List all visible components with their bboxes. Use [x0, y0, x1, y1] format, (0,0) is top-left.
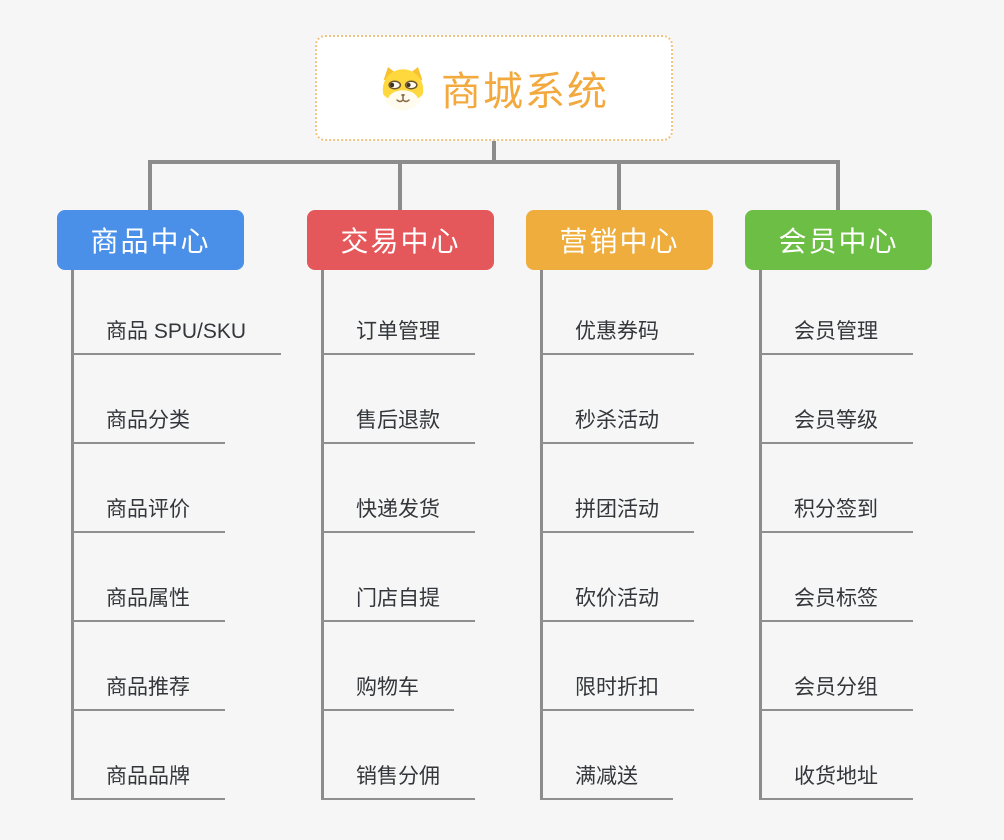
leaf-label: 订单管理	[356, 320, 440, 343]
leaf-label: 商品评价	[106, 498, 190, 521]
leaf-label: 会员分组	[794, 676, 878, 699]
connector-column-trunk	[321, 270, 324, 800]
leaf-label: 积分签到	[794, 498, 878, 521]
leaf-node[interactable]: 会员分组	[759, 669, 913, 711]
branch-label: 交易中心	[340, 226, 461, 257]
leaf-label: 限时折扣	[575, 676, 659, 699]
connector-drop-members	[836, 160, 840, 210]
leaf-label: 会员标签	[794, 587, 878, 610]
branch-header-marketing-center[interactable]: 营销中心	[526, 210, 713, 270]
connector-column-trunk	[71, 270, 74, 800]
leaf-node[interactable]: 满减送	[540, 758, 673, 800]
branch-header-member-center[interactable]: 会员中心	[745, 210, 932, 270]
connector-root-trunk	[492, 141, 496, 164]
leaf-node[interactable]: 商品推荐	[71, 669, 225, 711]
leaf-node[interactable]: 门店自提	[321, 580, 475, 622]
connector-drop-marketing	[617, 160, 621, 210]
leaf-node[interactable]: 快递发货	[321, 491, 475, 533]
connector-drop-trade	[398, 160, 402, 210]
connector-column-trunk	[759, 270, 762, 800]
leaf-label: 商品推荐	[106, 676, 190, 699]
leaf-node[interactable]: 积分签到	[759, 491, 913, 533]
leaf-label: 商品分类	[106, 409, 190, 432]
leaf-label: 商品属性	[106, 587, 190, 610]
leaf-node[interactable]: 购物车	[321, 669, 454, 711]
leaf-label: 售后退款	[356, 409, 440, 432]
leaf-node[interactable]: 销售分佣	[321, 758, 475, 800]
leaf-node[interactable]: 订单管理	[321, 313, 475, 355]
leaf-label: 商品 SPU/SKU	[106, 320, 247, 343]
root-node[interactable]: 商城系统	[315, 35, 673, 141]
leaf-label: 收货地址	[794, 765, 878, 788]
branch-label: 会员中心	[778, 226, 899, 257]
branch-header-trade-center[interactable]: 交易中心	[307, 210, 494, 270]
leaf-node[interactable]: 会员管理	[759, 313, 913, 355]
leaf-node[interactable]: 拼团活动	[540, 491, 694, 533]
leaf-label: 砍价活动	[575, 587, 659, 610]
branch-label: 营销中心	[559, 226, 680, 257]
shiba-dog-icon	[382, 67, 424, 110]
leaf-label: 秒杀活动	[575, 409, 659, 432]
leaf-label: 拼团活动	[575, 498, 659, 521]
leaf-node[interactable]: 商品品牌	[71, 758, 225, 800]
leaf-node[interactable]: 商品属性	[71, 580, 225, 622]
leaf-node[interactable]: 商品评价	[71, 491, 225, 533]
leaf-label: 快递发货	[356, 498, 440, 521]
leaf-node[interactable]: 秒杀活动	[540, 402, 694, 444]
root-title: 商城系统	[441, 70, 609, 114]
branch-header-product-center[interactable]: 商品中心	[57, 210, 244, 270]
leaf-node[interactable]: 会员等级	[759, 402, 913, 444]
leaf-node[interactable]: 优惠券码	[540, 313, 694, 355]
leaf-label: 销售分佣	[356, 765, 440, 788]
leaf-node[interactable]: 会员标签	[759, 580, 913, 622]
leaf-label: 优惠券码	[575, 320, 659, 343]
leaf-node[interactable]: 限时折扣	[540, 669, 694, 711]
leaf-node[interactable]: 收货地址	[759, 758, 913, 800]
connector-column-trunk	[540, 270, 543, 800]
leaf-node[interactable]: 商品 SPU/SKU	[71, 313, 282, 355]
leaf-node[interactable]: 售后退款	[321, 402, 475, 444]
leaf-node[interactable]: 砍价活动	[540, 580, 694, 622]
leaf-node[interactable]: 商品分类	[71, 402, 225, 444]
leaf-label: 购物车	[356, 676, 419, 699]
leaf-label: 会员等级	[794, 409, 878, 432]
leaf-label: 满减送	[575, 765, 638, 788]
connector-horizontal-bar	[148, 160, 840, 164]
leaf-label: 门店自提	[356, 587, 440, 610]
connector-drop-products	[148, 160, 152, 210]
leaf-label: 会员管理	[794, 320, 878, 343]
branch-label: 商品中心	[90, 226, 211, 257]
leaf-label: 商品品牌	[106, 765, 190, 788]
